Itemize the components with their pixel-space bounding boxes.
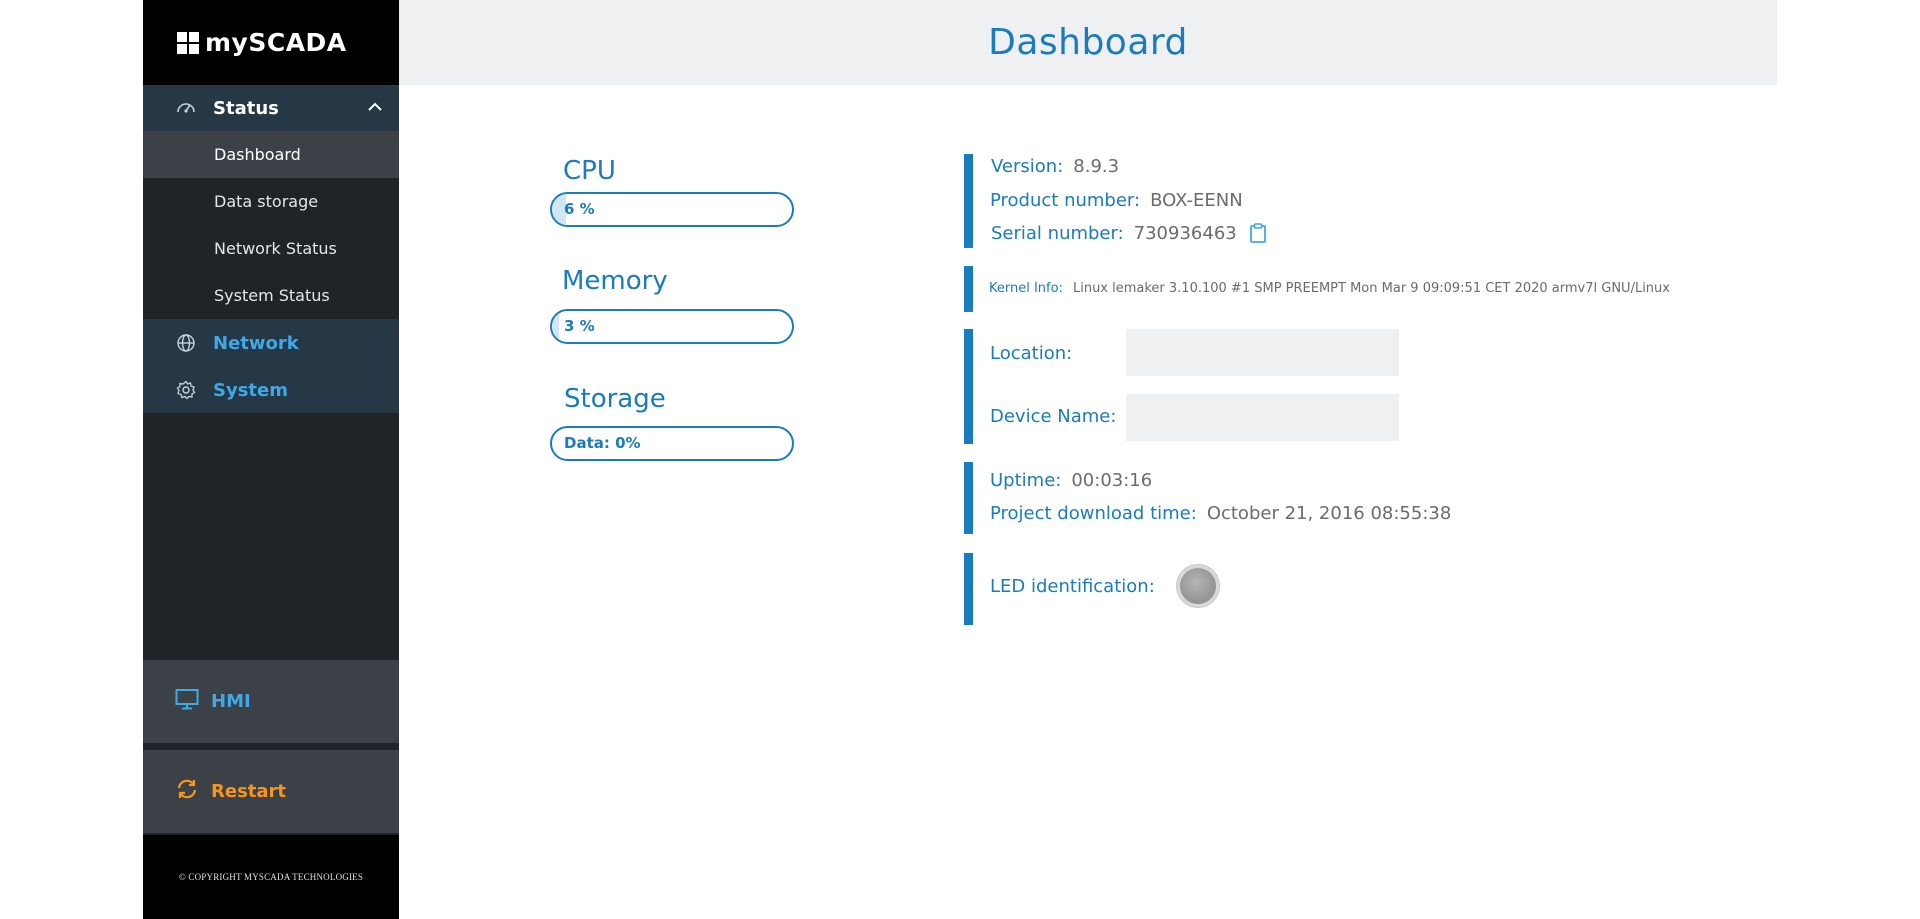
sidebar-group-status[interactable]: Status [143, 85, 399, 131]
kernel-info-row: Kernel Info: Linux lemaker 3.10.100 #1 S… [989, 281, 1670, 296]
project-download-label: Project download time: [990, 503, 1197, 524]
device-name-input[interactable] [1126, 394, 1399, 441]
sidebar: mySCADA Status Dashboard Data storage Ne… [143, 0, 399, 919]
cpu-title: CPU [563, 156, 616, 186]
uptime-value: 00:03:16 [1071, 470, 1153, 491]
sidebar-group-status-label: Status [213, 97, 279, 119]
cpu-progress-text: 6 % [564, 200, 595, 218]
location-label: Location: [990, 343, 1073, 364]
storage-title: Storage [564, 384, 666, 414]
project-download-value: October 21, 2016 08:55:38 [1206, 503, 1452, 524]
logo-text: mySCADA [205, 28, 347, 57]
uptime-label: Uptime: [990, 470, 1062, 491]
sidebar-group-network[interactable]: Network [143, 319, 399, 367]
product-number-value: BOX-EENN [1150, 190, 1243, 211]
page-header: Dashboard [399, 0, 1777, 85]
globe-icon [175, 332, 197, 354]
storage-progress-text: Data: 0% [564, 434, 641, 452]
sidebar-group-system[interactable]: System [143, 366, 399, 414]
copyright-footer: © COPYRIGHT MYSCADA TECHNOLOGIES [143, 835, 399, 919]
storage-progress-bar: Data: 0% [550, 426, 794, 461]
logo[interactable]: mySCADA [143, 0, 399, 85]
monitor-icon [175, 688, 199, 715]
restart-label: Restart [211, 781, 287, 802]
info-section-divider [964, 266, 973, 312]
restart-button[interactable]: Restart [143, 750, 399, 833]
location-row: Location: [990, 343, 1082, 364]
product-number-label: Product number: [990, 190, 1141, 211]
serial-number-label: Serial number: [991, 223, 1124, 244]
hmi-label: HMI [211, 691, 251, 712]
speedometer-icon [175, 97, 197, 119]
uptime-row: Uptime: 00:03:16 [990, 470, 1152, 491]
info-section-divider [964, 154, 973, 248]
kernel-info-value: Linux lemaker 3.10.100 #1 SMP PREEMPT Mo… [1072, 281, 1670, 296]
led-identification-label: LED identification: [990, 576, 1155, 597]
memory-title: Memory [562, 266, 668, 296]
sidebar-item-label: System Status [214, 286, 330, 305]
version-row: Version: 8.9.3 [991, 156, 1119, 177]
memory-progress-fill [552, 311, 560, 342]
cpu-progress-bar: 6 % [550, 192, 794, 227]
led-identification-row: LED identification: [990, 576, 1165, 597]
chevron-up-icon[interactable] [365, 97, 385, 122]
device-name-label: Device Name: [990, 406, 1117, 427]
sidebar-group-system-label: System [213, 379, 288, 401]
clipboard-icon[interactable] [1249, 223, 1267, 248]
led-identification-toggle[interactable] [1177, 565, 1219, 607]
sidebar-item-label: Network Status [214, 239, 337, 258]
sidebar-item-network-status[interactable]: Network Status [143, 225, 399, 272]
sidebar-item-label: Data storage [214, 192, 319, 211]
sidebar-group-network-label: Network [213, 332, 299, 354]
sidebar-item-dashboard[interactable]: Dashboard [143, 131, 399, 178]
memory-progress-bar: 3 % [550, 309, 794, 344]
location-input[interactable] [1126, 329, 1399, 376]
hmi-button[interactable]: HMI [143, 660, 399, 743]
product-number-row: Product number: BOX-EENN [990, 190, 1243, 211]
cpu-progress-fill [552, 194, 567, 225]
kernel-info-label: Kernel Info: [989, 281, 1063, 296]
copyright-text: © COPYRIGHT MYSCADA TECHNOLOGIES [178, 872, 364, 882]
page-title: Dashboard [988, 22, 1188, 63]
logo-icon [177, 31, 199, 54]
memory-progress-text: 3 % [564, 317, 595, 335]
sidebar-item-data-storage[interactable]: Data storage [143, 178, 399, 225]
serial-number-value: 730936463 [1133, 223, 1237, 244]
sidebar-item-system-status[interactable]: System Status [143, 272, 399, 319]
info-section-divider [964, 553, 973, 625]
sidebar-item-label: Dashboard [214, 145, 301, 164]
version-label: Version: [991, 156, 1064, 177]
version-value: 8.9.3 [1073, 156, 1120, 177]
project-download-row: Project download time: October 21, 2016 … [990, 503, 1451, 524]
serial-number-row: Serial number: 730936463 [991, 223, 1267, 248]
info-section-divider [964, 462, 973, 534]
device-name-row: Device Name: [990, 406, 1126, 427]
gear-icon [175, 379, 197, 401]
refresh-icon [175, 777, 199, 806]
info-section-divider [964, 329, 973, 444]
